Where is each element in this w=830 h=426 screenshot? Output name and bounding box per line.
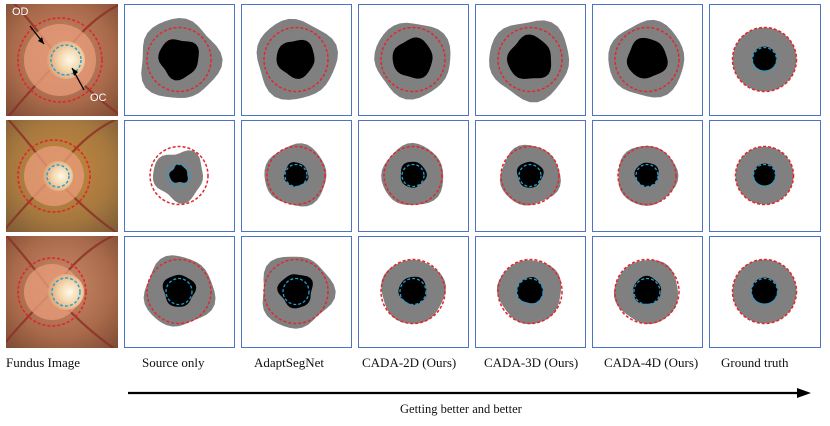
column-label-cada-3d: CADA-3D (Ours) <box>484 355 579 370</box>
segmentation-cada-4d-row-1 <box>592 4 703 116</box>
od-pointer-head <box>38 37 44 44</box>
predicted-cup <box>398 276 427 305</box>
ground-truth-disc-boundary <box>734 145 795 206</box>
cup-boundary <box>51 277 81 307</box>
predicted-cup <box>633 275 662 304</box>
ground-truth-disc-boundary <box>383 145 443 206</box>
ground-truth-disc-boundary <box>263 258 329 325</box>
predicted-cup <box>516 161 544 188</box>
ground-truth-disc-boundary <box>266 145 326 206</box>
oc-label: OC <box>90 92 107 104</box>
cup-boundary <box>50 44 82 76</box>
predicted-cup <box>753 163 776 186</box>
od-label: OD <box>12 6 29 18</box>
segmentation-cada-4d-row-2 <box>592 120 703 232</box>
segmentation-source-only-row-2 <box>124 120 235 232</box>
segmentation-adaptsegnet-row-1 <box>241 4 352 116</box>
ground-truth-cup-boundary <box>518 163 542 188</box>
segmentation-cada-4d-row-3 <box>592 236 703 348</box>
predicted-cup <box>506 34 552 79</box>
segmentation-ground-truth-row-1 <box>709 4 821 116</box>
segmentation-source-only-row-3 <box>124 236 235 348</box>
segmentation-ground-truth-row-2 <box>709 120 821 232</box>
predicted-cup <box>158 39 199 81</box>
predicted-cup <box>517 277 544 304</box>
ground-truth-cup-boundary <box>401 163 425 188</box>
segmentation-cada-3d-row-3 <box>475 236 586 348</box>
ground-truth-disc-boundary <box>497 258 563 325</box>
ground-truth-disc-boundary <box>146 258 212 325</box>
ground-truth-disc-boundary <box>263 26 329 93</box>
predicted-cup <box>276 39 315 79</box>
ground-truth-cup-boundary <box>751 46 778 73</box>
progress-caption: Getting better and better <box>400 402 522 416</box>
disc-boundary <box>17 139 91 213</box>
segmentation-cada-2d-row-1 <box>358 4 469 116</box>
oc-pointer-head <box>72 68 78 76</box>
segmentation-cada-3d-row-1 <box>475 4 586 116</box>
column-label-source-only: Source only <box>142 355 205 370</box>
predicted-cup <box>626 37 668 79</box>
ground-truth-cup-boundary <box>635 163 659 188</box>
ground-truth-disc-boundary <box>731 258 798 325</box>
optic-cup <box>47 41 85 79</box>
ground-truth-cup-boundary <box>282 277 310 306</box>
ground-truth-disc-boundary <box>614 258 680 325</box>
predicted-cup <box>392 37 433 79</box>
ground-truth-disc-boundary <box>380 26 446 93</box>
column-label-ground-truth: Ground truth <box>721 355 789 370</box>
ground-truth-cup-boundary <box>165 277 193 306</box>
predicted-cup <box>634 162 659 187</box>
ground-truth-cup-boundary <box>750 277 779 306</box>
ground-truth-disc-boundary <box>149 145 209 206</box>
fundus-photo-row-1 <box>6 4 118 116</box>
fundus-photo-row-3 <box>6 236 118 348</box>
ground-truth-disc-boundary <box>731 26 798 93</box>
disc-boundary <box>17 257 87 327</box>
predicted-cup <box>283 162 309 187</box>
ground-truth-disc-boundary <box>500 145 560 206</box>
ground-truth-cup-boundary <box>633 277 661 306</box>
segmentation-source-only-row-1 <box>124 4 235 116</box>
ground-truth-disc-boundary <box>380 258 446 325</box>
ground-truth-disc-boundary <box>497 26 563 93</box>
cup-boundary <box>46 164 70 188</box>
segmentation-cada-3d-row-2 <box>475 120 586 232</box>
segmentation-cada-2d-row-2 <box>358 120 469 232</box>
ground-truth-cup-boundary <box>516 277 544 306</box>
ground-truth-cup-boundary <box>284 163 308 188</box>
ground-truth-cup-boundary <box>167 163 191 188</box>
disc-boundary <box>17 17 103 103</box>
ground-truth-disc-boundary <box>617 145 677 206</box>
predicted-cup <box>169 164 188 183</box>
column-label-adaptsegnet: AdaptSegNet <box>254 355 325 370</box>
predicted-cup <box>751 277 778 304</box>
predicted-cup <box>400 161 427 188</box>
ground-truth-cup-boundary <box>752 163 777 188</box>
optic-cup <box>48 274 84 310</box>
predicted-cup <box>752 46 777 71</box>
segmentation-ground-truth-row-3 <box>709 236 821 348</box>
segmentation-adaptsegnet-row-2 <box>241 120 352 232</box>
segmentation-adaptsegnet-row-3 <box>241 236 352 348</box>
ground-truth-disc-boundary <box>146 26 212 93</box>
ground-truth-disc-boundary <box>614 26 680 93</box>
column-label-cada-4d: CADA-4D (Ours) <box>604 355 699 370</box>
segmentation-cada-2d-row-3 <box>358 236 469 348</box>
fundus-photo-row-2 <box>6 120 118 232</box>
column-label-cada-2d: CADA-2D (Ours) <box>362 355 457 370</box>
ground-truth-cup-boundary <box>399 277 427 306</box>
column-label-fundus-image: Fundus Image <box>6 355 81 370</box>
